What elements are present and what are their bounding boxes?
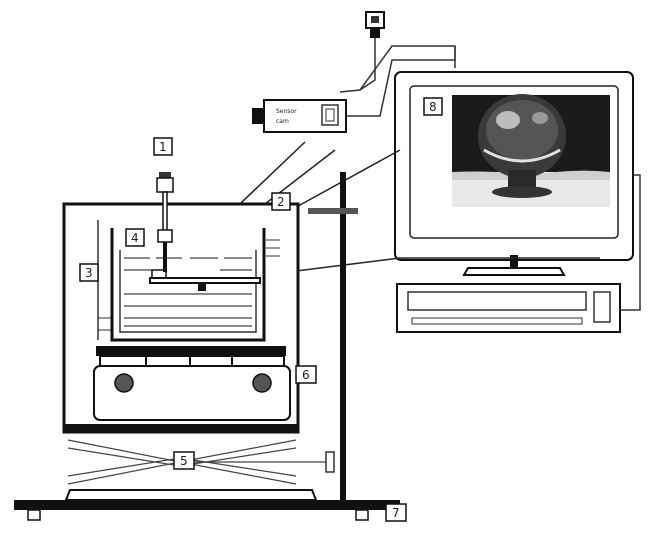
svg-text:7: 7 [392, 506, 400, 520]
label-4: 4 [126, 229, 144, 246]
hot-plate [94, 346, 290, 420]
camera-label-line1: Sensor [276, 108, 297, 115]
label-3: 3 [80, 264, 98, 281]
label-6: 6 [296, 366, 316, 383]
lab-jack [68, 440, 330, 484]
rod-clamp [308, 208, 358, 214]
camera-label-line2: cam [276, 118, 289, 125]
svg-text:4: 4 [131, 231, 139, 245]
svg-text:2: 2 [277, 195, 285, 209]
svg-text:3: 3 [85, 266, 93, 280]
label-5: 5 [174, 452, 194, 469]
keyboard-icon [397, 284, 620, 332]
stand-rod [340, 172, 346, 505]
power-plug-icon [366, 12, 384, 38]
svg-text:5: 5 [180, 454, 188, 468]
svg-text:8: 8 [429, 100, 437, 114]
video-camera-icon: Sensor cam [252, 100, 346, 132]
svg-text:1: 1 [159, 140, 167, 154]
label-7: 7 [386, 504, 406, 521]
label-1: 1 [154, 138, 172, 155]
label-2: 2 [272, 193, 290, 210]
jack-knob [326, 452, 334, 472]
substrate-plate [150, 278, 260, 283]
label-8: 8 [424, 98, 442, 115]
svg-text:6: 6 [302, 368, 310, 382]
